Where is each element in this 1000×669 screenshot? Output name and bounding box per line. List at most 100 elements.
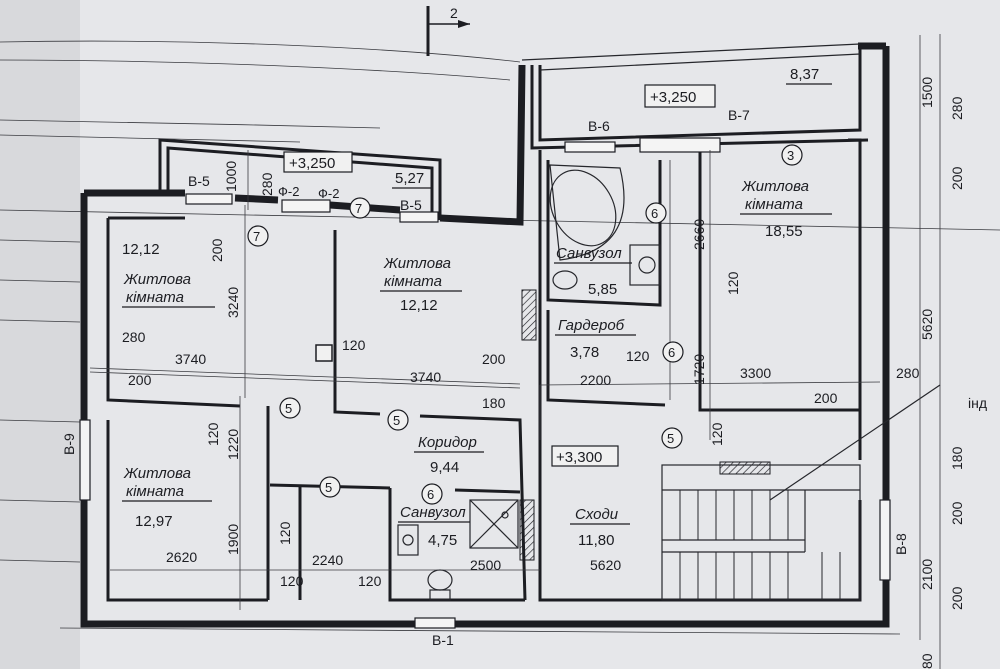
dim-200-d: 200	[814, 390, 838, 406]
area-balcony-left: 5,27	[395, 170, 424, 187]
dim-200-r1: 200	[949, 166, 965, 190]
dim-120-f: 120	[277, 521, 293, 545]
window-v8	[879, 499, 891, 581]
level-balcony-left: +3,250	[289, 155, 335, 172]
dim-180-r: 180	[949, 446, 965, 470]
dim-120-c: 120	[725, 271, 741, 295]
dimension-labels: 1000 280 200 3240 280 3740 200 120 3740 …	[122, 77, 987, 669]
dim-1900: 1900	[225, 524, 241, 555]
toilet-top	[552, 270, 578, 290]
marker-5-b: 5	[393, 413, 400, 428]
area-corridor: 9,44	[430, 459, 459, 476]
dim-1220: 1220	[225, 429, 241, 460]
dim-2620: 2620	[166, 549, 197, 565]
basin-bowl	[638, 256, 656, 274]
dim-5620-a: 5620	[590, 557, 621, 573]
dim-120-e: 120	[205, 422, 221, 446]
dim-120-h: 120	[358, 573, 382, 589]
dimension-lines	[89, 35, 921, 640]
label-v5-right: В-5	[400, 197, 422, 213]
section-label: 2	[450, 5, 458, 21]
level-box-balcony-left	[283, 151, 353, 173]
dim-120-g: 120	[280, 573, 304, 589]
background-guidelines	[0, 34, 1000, 669]
label-v1: В-1	[432, 632, 454, 648]
dim-200-r3: 200	[949, 586, 965, 610]
bathtub-inner	[549, 169, 617, 247]
dim-180-a: 180	[482, 395, 506, 411]
area-living-middle: 12,12	[400, 297, 438, 314]
area-stairs: 11,80	[578, 532, 614, 549]
area-bathroom-bottom: 4,75	[428, 532, 457, 549]
marker-6-bottom: 6	[427, 487, 434, 502]
staircase	[661, 384, 941, 601]
marker-7-right: 7	[355, 201, 362, 216]
dim-280-c: 280	[896, 365, 920, 381]
dim-3740-a: 3740	[175, 351, 206, 367]
washbasin-bottom	[397, 524, 419, 556]
dim-3300: 3300	[740, 365, 771, 381]
level-balcony-right: +3,250	[650, 89, 696, 106]
window-v1	[414, 617, 456, 629]
name-bathroom-bottom: Санвузол	[400, 504, 466, 521]
marker-5-a: 5	[285, 401, 292, 416]
dim-1000: 1000	[223, 161, 239, 192]
dim-2240: 2240	[312, 552, 343, 568]
callout-label: інд	[968, 395, 987, 411]
dim-200-r2: 200	[949, 501, 965, 525]
level-box-balcony-right	[644, 84, 716, 108]
dim-120-a: 120	[342, 337, 366, 353]
washbasin-top	[629, 244, 661, 286]
marker-6-mid: 6	[668, 345, 675, 360]
windows	[79, 137, 891, 629]
section-marker: 2	[426, 5, 470, 56]
name-living-right-2: кімната	[745, 196, 803, 213]
corner-bathtub	[549, 164, 625, 261]
name-living-bottom-left-2: кімната	[126, 483, 184, 500]
window-v5-right	[399, 211, 439, 223]
dim-1720: 1720	[691, 354, 707, 385]
label-f2-right: Ф-2	[318, 186, 339, 201]
area-bathroom-top: 5,85	[588, 281, 617, 298]
name-living-top-left-1: Житлова	[123, 271, 191, 288]
marker-3: 3	[787, 148, 794, 163]
label-v8: В-8	[893, 533, 909, 555]
name-living-middle-1: Житлова	[383, 255, 451, 272]
label-f2-left: Ф-2	[278, 184, 299, 199]
label-v5-left: В-5	[188, 173, 210, 189]
marker-6-top: 6	[651, 206, 658, 221]
dim-280-a: 280	[259, 172, 275, 196]
dim-80-r: 80	[919, 653, 935, 669]
area-balcony-right: 8,37	[790, 66, 819, 83]
name-living-middle-2: кімната	[384, 273, 442, 290]
name-bathroom-top: Санвузол	[556, 245, 622, 262]
window-v6	[564, 141, 616, 153]
vent-shaft	[315, 344, 333, 362]
window-v9	[79, 419, 91, 501]
window-v5-left	[185, 193, 233, 205]
marker-7-left: 7	[253, 229, 260, 244]
book-gutter-shade	[0, 0, 80, 669]
label-v9: В-9	[61, 433, 77, 455]
dim-1500: 1500	[919, 77, 935, 108]
room-labels: 12,12 Житлова кімната Житлова кімната 12…	[122, 178, 832, 549]
marker-5-d: 5	[325, 480, 332, 495]
name-corridor: Коридор	[418, 434, 477, 451]
area-living-top-left: 12,12	[122, 241, 160, 258]
name-wardrobe: Гардероб	[558, 317, 625, 334]
window-v7-door	[639, 137, 721, 153]
level-stairs: +3,300	[556, 449, 602, 466]
dim-280-b: 280	[122, 329, 146, 345]
area-living-bottom-left: 12,97	[135, 513, 173, 530]
marker-5-c: 5	[667, 431, 674, 446]
level-box-stairs	[551, 445, 619, 467]
dim-280-r: 280	[949, 96, 965, 120]
name-living-top-left-2: кімната	[126, 289, 184, 306]
dim-3240: 3240	[225, 287, 241, 318]
dim-120-d: 120	[709, 422, 725, 446]
name-living-right-1: Житлова	[741, 178, 809, 195]
dim-2100: 2100	[919, 559, 935, 590]
dim-200-c: 200	[482, 351, 506, 367]
